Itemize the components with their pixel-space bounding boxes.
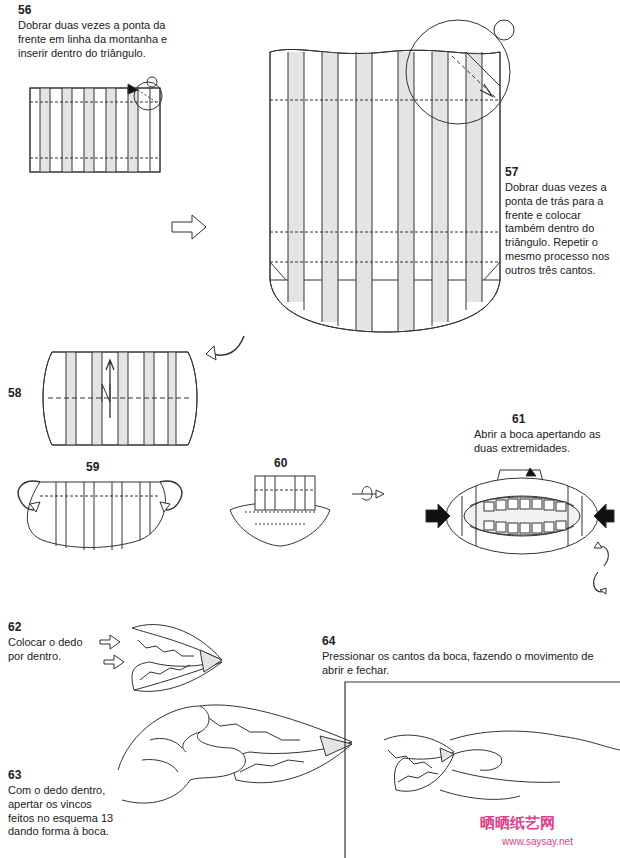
step-number: 64: [322, 634, 352, 649]
step-number: 56: [18, 3, 58, 18]
step-62-figure: [100, 625, 222, 692]
step-number: 62: [8, 620, 38, 635]
instruction-text: Abrir a boca apertando as duas extremida…: [474, 428, 614, 456]
instruction-text: Pressionar os cantos da boca, fazendo o …: [322, 650, 612, 678]
watermark: 晒晒纸艺网: [478, 814, 612, 833]
step-number: 63: [8, 768, 38, 783]
step-arrow: [172, 215, 206, 239]
step-56-figure: [30, 77, 162, 172]
step-61-figure: [426, 468, 614, 594]
turn-arrow-head: [206, 346, 216, 360]
instruction-text: Com o dedo dentro, apertar os vincos fei…: [8, 784, 114, 839]
instruction-text: Dobrar duas vezes a ponta de trás para a…: [505, 181, 615, 277]
step-64-figure: [345, 682, 620, 858]
turn-over-symbol: [352, 487, 384, 501]
step-number: 58: [8, 386, 38, 401]
step-59-figure: [18, 481, 182, 550]
step-57-figure: [270, 20, 514, 332]
turn-arrow: [214, 336, 244, 355]
step-number: 60: [274, 456, 304, 471]
watermark-url: www.saysay.net: [500, 836, 614, 849]
instruction-text: Colocar o dedo por dentro.: [8, 636, 96, 664]
step-63-figure: [118, 705, 352, 803]
step-60-figure: [230, 476, 330, 546]
instruction-text: Dobrar duas vezes a ponta da frente em l…: [18, 19, 186, 60]
step-58-figure: [43, 352, 197, 445]
step-number: 61: [512, 412, 542, 427]
step-number: 59: [86, 460, 116, 475]
step-number: 57: [505, 165, 545, 180]
